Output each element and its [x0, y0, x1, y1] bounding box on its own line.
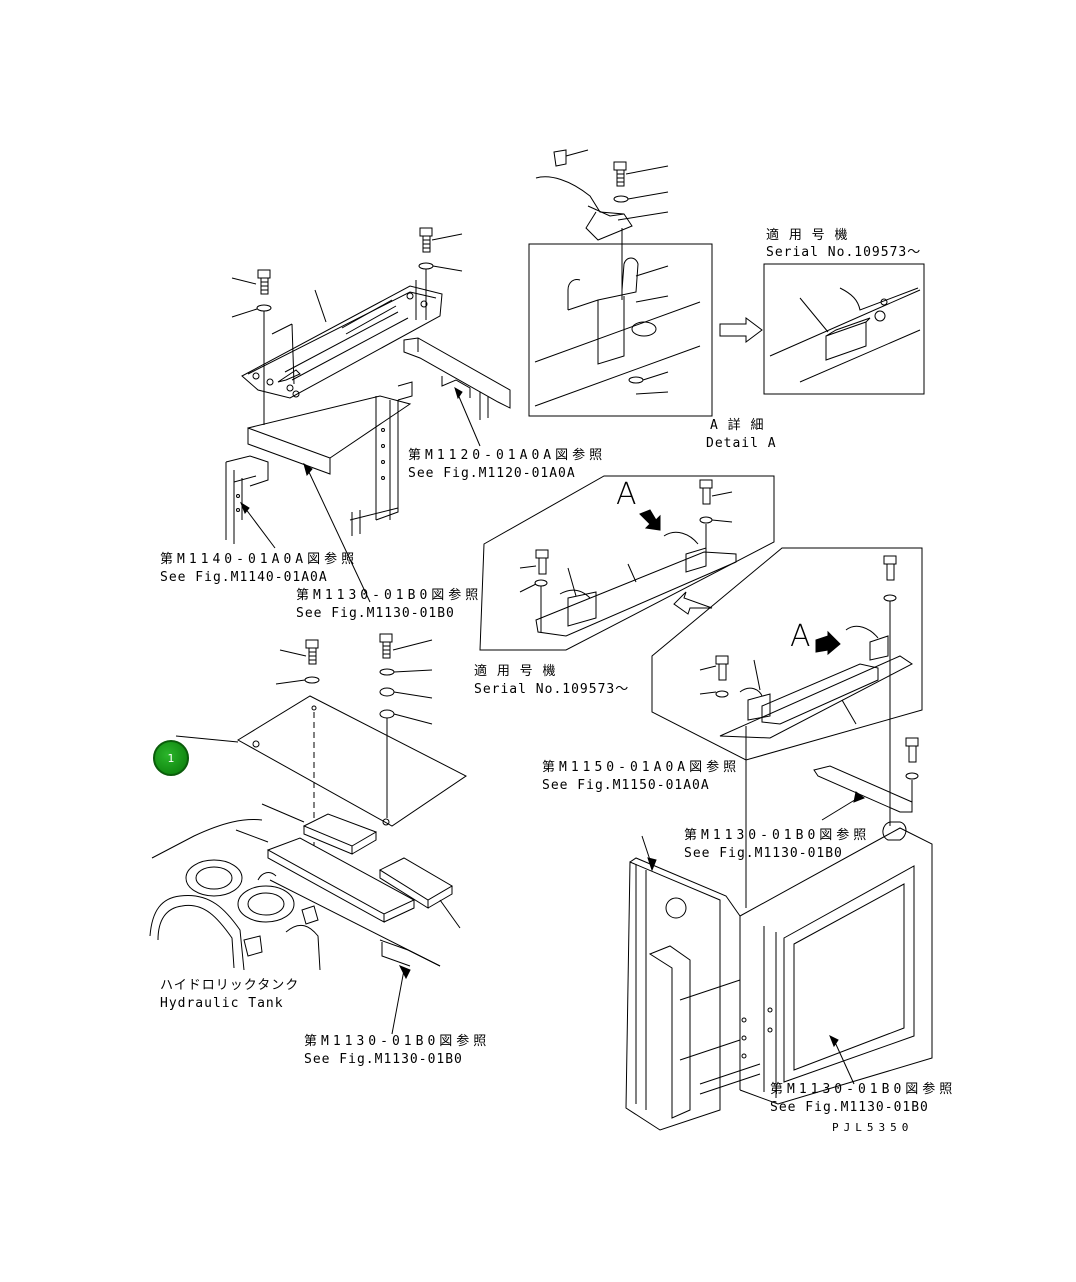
- ref-m1130-a-jp: 第M1130-01B0図参照: [296, 588, 483, 603]
- washer-icon: [905, 772, 919, 780]
- serial-mid-jp: 適 用 号 機: [474, 664, 557, 679]
- right-lid-panel: [651, 547, 923, 908]
- serial-top-en: Serial No.109573～: [766, 245, 922, 260]
- detail-a-jp: A 詳 細: [710, 418, 765, 433]
- ref-m1140-en: See Fig.M1140-01A0A: [160, 570, 328, 585]
- ref-m1130-d-jp: 第M1130-01B0図参照: [770, 1082, 957, 1097]
- washer-icon: [613, 195, 629, 203]
- ref-m1130-c-en: See Fig.M1130-01B0: [304, 1052, 463, 1067]
- ref-m1130-b-jp: 第M1130-01B0図参照: [684, 828, 871, 843]
- cap-icon: [553, 149, 567, 167]
- ref-m1150-en: See Fig.M1150-01A0A: [542, 778, 710, 793]
- solid-arrow-icon: [815, 630, 841, 656]
- bolt-icon: [305, 639, 319, 665]
- lower-left-cover-assembly: [149, 633, 467, 1035]
- upper-left-cover-assembly: [225, 227, 511, 603]
- ref-m1150-jp: 第M1150-01A0A図参照: [542, 760, 741, 775]
- solid-arrow-icon: [639, 509, 661, 531]
- washer-icon: [256, 304, 272, 312]
- washer-icon: [379, 687, 395, 697]
- hollow-arrow-icon: [719, 317, 763, 343]
- radiator-frame-assembly: [625, 737, 933, 1131]
- washer-icon: [379, 668, 395, 676]
- detail-a-box: [528, 243, 713, 417]
- ref-m1130-c-jp: 第M1130-01B0図参照: [304, 1034, 491, 1049]
- letter-a-upper: A: [616, 477, 637, 512]
- washer-icon: [379, 709, 395, 719]
- ref-m1120-en: See Fig.M1120-01A0A: [408, 466, 576, 481]
- bolt-icon: [419, 227, 433, 253]
- bolt-icon: [379, 633, 393, 659]
- part-callout-number: 1: [167, 751, 175, 765]
- washer-icon: [715, 690, 729, 698]
- bolt-icon: [715, 655, 729, 681]
- ref-m1120-jp: 第M1120-01A0A図参照: [408, 448, 607, 463]
- ref-m1130-a-en: See Fig.M1130-01B0: [296, 606, 455, 621]
- detail-a-en: Detail A: [706, 436, 777, 451]
- bolt-icon: [257, 269, 271, 295]
- washer-icon: [418, 262, 434, 270]
- washer-icon: [883, 594, 897, 602]
- bolt-icon: [905, 737, 919, 763]
- drawing-code: PJL5350: [832, 1121, 914, 1134]
- bolt-icon: [883, 555, 897, 581]
- latch-detail-assembly: [535, 149, 669, 300]
- ref-m1130-b-en: See Fig.M1130-01B0: [684, 846, 843, 861]
- washer-icon: [628, 376, 644, 384]
- bolt-icon: [535, 549, 549, 575]
- letter-a-right: A: [790, 619, 811, 654]
- ref-m1140-jp: 第M1140-01A0A図参照: [160, 552, 359, 567]
- hollow-arrow-icon: [673, 591, 713, 615]
- serial-top-jp: 適 用 号 機: [766, 228, 849, 243]
- hydraulic-tank-jp: ハイドロリックタンク: [160, 978, 300, 993]
- bolt-icon: [613, 161, 627, 187]
- washer-icon: [304, 676, 320, 684]
- part-callout-1[interactable]: 1: [153, 740, 189, 776]
- washer-icon: [699, 516, 713, 524]
- bolt-icon: [699, 479, 713, 505]
- serial-mid-en: Serial No.109573～: [474, 682, 630, 697]
- ref-m1130-d-en: See Fig.M1130-01B0: [770, 1100, 929, 1115]
- serial-detail-box: [763, 263, 925, 395]
- washer-icon: [534, 579, 548, 587]
- hydraulic-tank-en: Hydraulic Tank: [160, 996, 284, 1011]
- middle-lid-panel: [479, 475, 775, 651]
